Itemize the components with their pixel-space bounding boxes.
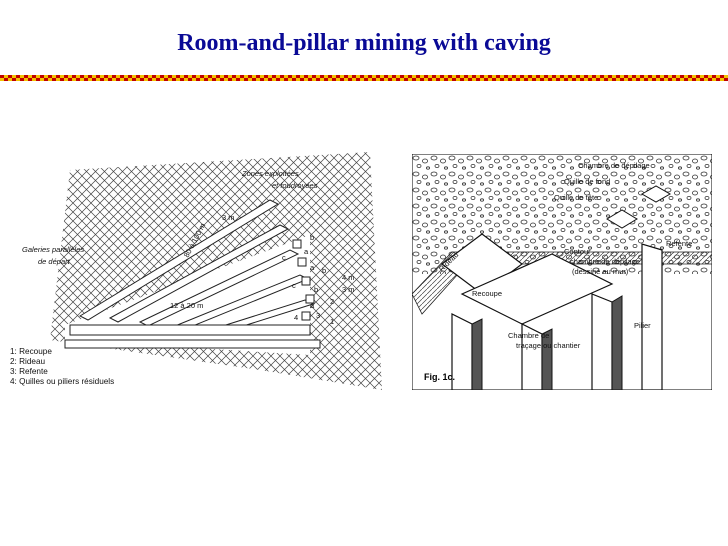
label-refente: Refente bbox=[666, 239, 692, 248]
label-recoupe: Recoupe bbox=[472, 289, 502, 298]
marker-letter: b bbox=[310, 233, 314, 242]
label-galeries-paralleles: Galeries parallèles bbox=[22, 245, 84, 254]
legend: 1: Recoupe 2: Rideau 3: Refente 4: Quill… bbox=[10, 347, 114, 386]
label-chambre-de-tracage: Chambre de bbox=[508, 331, 549, 340]
residual-pillars bbox=[292, 239, 315, 321]
label-chambre-de-tracage-2: traçage ou chantier bbox=[516, 341, 581, 350]
label-contour-line2: chambre de dépilage bbox=[570, 257, 640, 266]
legend-item: 3: Refente bbox=[10, 367, 48, 376]
pillar-blocks-dark bbox=[471, 295, 623, 390]
label-zones-exploitees: Zones exploitées bbox=[241, 169, 299, 178]
label-quille-de-fond: Quille de fond bbox=[564, 177, 610, 186]
marker-letters: b a c a b b a c 3 2 1 4 bbox=[282, 233, 334, 326]
marker-letter: a bbox=[304, 247, 309, 256]
label-pilier: Pilier bbox=[634, 321, 651, 330]
label-contour: Contour bbox=[564, 247, 591, 256]
label-de-depart: de départ bbox=[38, 257, 71, 266]
room-and-pillar-diagram: Zones exploitées et foudroyées Galeries … bbox=[10, 152, 382, 390]
label-quille-de-tete: Quille de tête bbox=[554, 193, 598, 202]
diagonal-drift bbox=[412, 251, 712, 315]
label-chambre-depilage: Chambre de dépilage bbox=[578, 161, 650, 170]
label-dim-4m: 4 m bbox=[342, 273, 355, 282]
marker-letter: a bbox=[310, 263, 315, 272]
marker-letter: a bbox=[310, 301, 315, 310]
slide-title: Room-and-pillar mining with caving bbox=[177, 30, 551, 56]
parallel-galleries bbox=[64, 199, 321, 349]
label-foudroyees: et foudroyées bbox=[272, 181, 318, 190]
label-distance-2: 12 à 20 m bbox=[170, 301, 203, 310]
chamber-layout-diagram: Chambre de dépilage Quille de fond Quill… bbox=[412, 154, 712, 390]
marker-letter: c bbox=[292, 281, 296, 290]
marker-letter: 4 bbox=[294, 313, 298, 322]
legend-item: 1: Recoupe bbox=[10, 347, 52, 356]
marker-letter: c bbox=[282, 253, 286, 262]
marker-letter: 1 bbox=[330, 317, 334, 326]
legend-item: 4: Quilles ou piliers résiduels bbox=[10, 377, 114, 386]
title-underline bbox=[0, 75, 728, 81]
label-dim-3m: 3 m bbox=[342, 285, 355, 294]
label-contour-line3: (dessiné au mur) bbox=[572, 267, 629, 276]
legend-item: 2: Rideau bbox=[10, 357, 45, 366]
label-width: 3 m bbox=[222, 213, 235, 222]
marker-letter: b bbox=[314, 285, 318, 294]
figure-caption: Fig. 1c. bbox=[424, 372, 455, 382]
marker-letter: 3 bbox=[316, 311, 320, 320]
marker-letter: b bbox=[322, 266, 326, 275]
pillar-blocks bbox=[441, 233, 663, 390]
residual-pillars bbox=[606, 185, 672, 229]
marker-letter: 2 bbox=[330, 297, 334, 306]
